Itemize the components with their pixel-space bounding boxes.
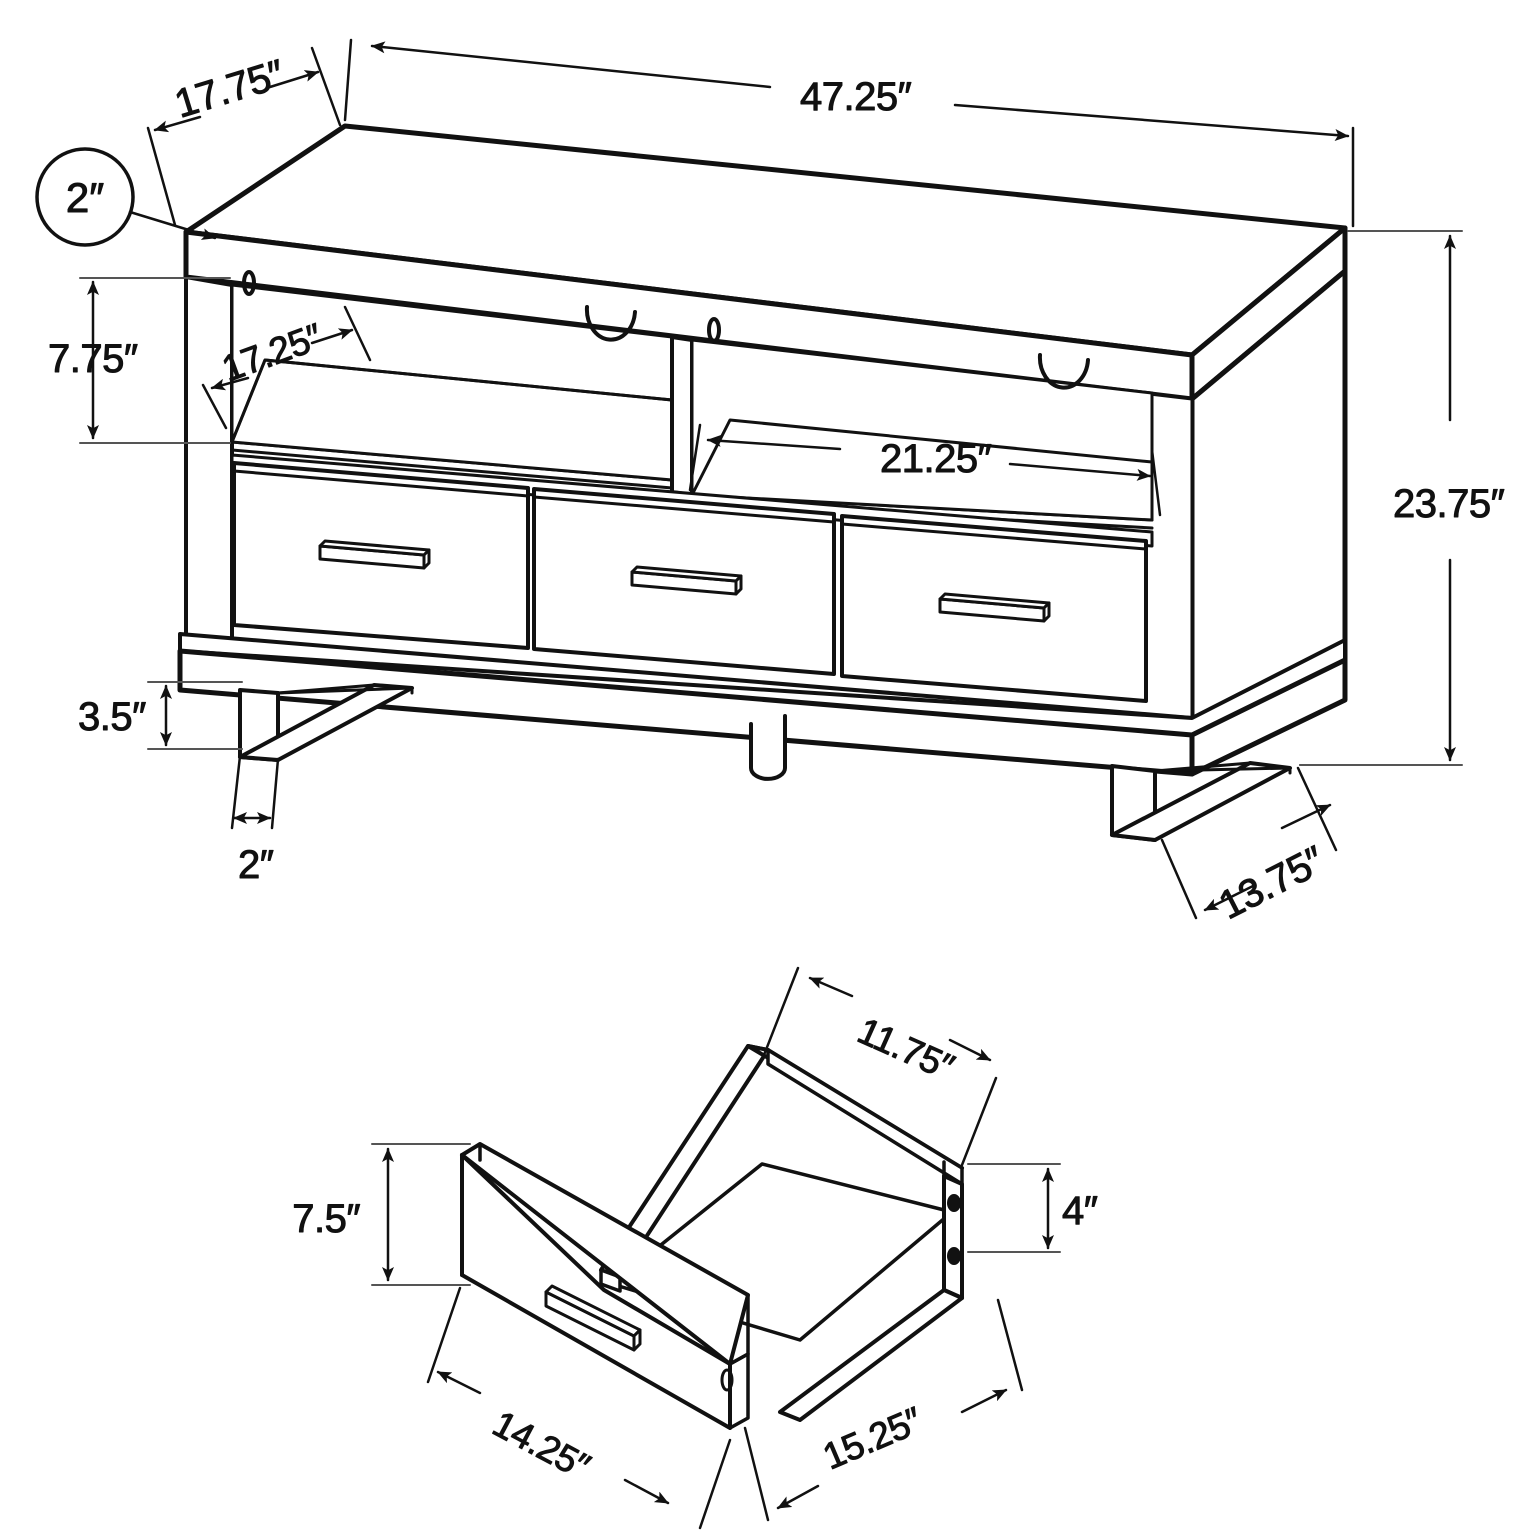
dim-leg-depth [1160,766,1338,920]
drawer-front-face [460,1142,750,1430]
dim-label-leg-height: 3.5″ [78,695,146,739]
dim-label-drawer-side-height: 4″ [1062,1189,1098,1233]
drawer-cam-holes [947,1194,961,1265]
dim-drawer-front-height [371,1143,471,1286]
dim-shelf-depth [201,305,372,430]
right-shelf-compartment [690,338,1154,530]
dim-label-leg-depth: 13.75″ [1212,838,1331,928]
dim-drawer-depth [760,966,998,1167]
cord-hole-center-small [707,317,721,343]
dim-label-overall-height: 23.75″ [1393,482,1505,526]
base-plinth [177,632,1348,777]
center-divider [670,335,694,497]
drawer-front-cam-hole [720,1368,734,1392]
dim-label-drawer-front-height: 7.5″ [292,1197,360,1241]
dim-label-drawer-front-width: 14.25″ [486,1403,596,1488]
dim-top-depth [146,46,342,227]
dim-drawer-box-width [743,1298,1024,1522]
dim-label-overall-width: 47.25″ [800,75,912,119]
callout-label-top-thickness: 2″ [66,174,104,221]
drawer-front-2[interactable] [532,487,836,676]
drawer-handle-1[interactable] [318,539,431,570]
drawer-detail-handle[interactable] [544,1284,642,1352]
leg-left [238,683,414,762]
cord-cutout-left [584,305,637,342]
dim-overall-width [343,38,1355,228]
dim-label-shelf-opening-height: 7.75″ [48,337,138,381]
top-panel [183,123,1348,402]
dim-drawer-front-width [426,1286,732,1530]
cord-hole-left-small [242,270,256,296]
center-support-foot [749,714,787,781]
callout-top-thickness [35,147,217,247]
dim-label-drawer-box-width: 15.25″ [817,1399,928,1477]
drawer-detail-body [460,1044,964,1430]
drawer-row [230,453,1154,703]
drawer-handle-2[interactable] [630,565,743,596]
dim-label-drawer-depth: 11.75″ [852,1010,960,1088]
drawer-front-1[interactable] [232,461,530,650]
cord-cutout-right [1037,353,1090,390]
dim-shelf-opening-height [79,277,231,444]
dim-label-leg-width: 2″ [238,843,274,887]
dim-leg-height [147,681,243,750]
dim-right-shelf-width [688,423,1162,517]
leg-right [1110,761,1292,842]
dim-leg-width [230,754,280,830]
drawer-handle-3[interactable] [938,592,1051,623]
dim-drawer-side-height [967,1163,1061,1253]
left-side-panel [184,275,234,662]
dim-label-top-depth: 17.75″ [170,52,290,127]
console-body [177,123,1348,842]
dim-label-right-shelf-width: 21.25″ [880,437,992,481]
drawer-front-3[interactable] [840,514,1148,703]
